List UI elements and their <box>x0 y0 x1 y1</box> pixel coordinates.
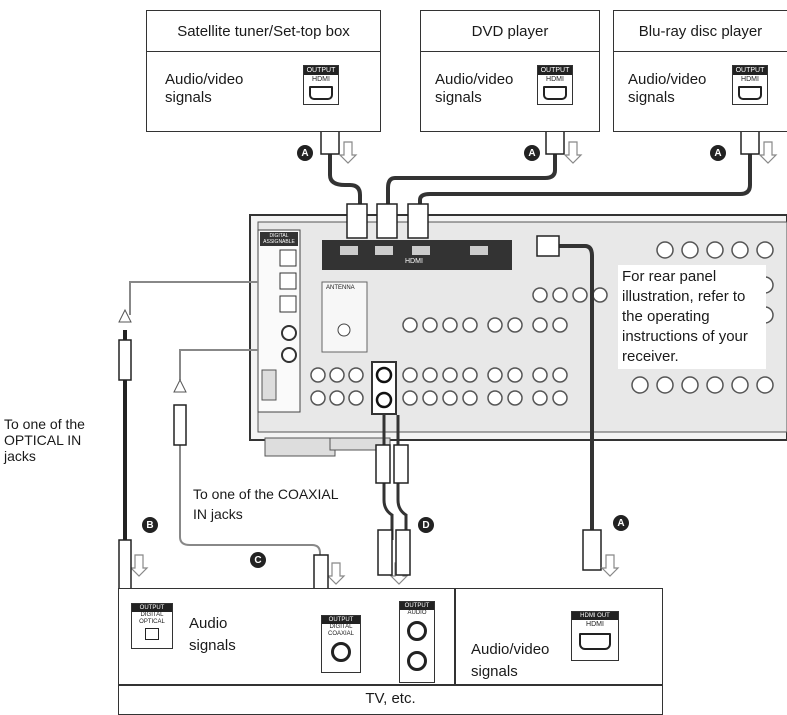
optical-cable <box>118 281 258 605</box>
hdmi-group-label: HDMI <box>405 258 423 265</box>
hdmi-jack-icon <box>738 86 762 100</box>
optical-jack-icon <box>145 628 159 640</box>
badge-d: D <box>418 517 434 533</box>
hdmi-label: HDMI <box>546 76 564 83</box>
hdmi-jack-icon <box>309 86 333 100</box>
coaxial-note: To one of the COAXIAL IN jacks <box>193 486 339 522</box>
tv-box: TV, etc. OUTPUT DIGITAL OPTICAL Audio si… <box>118 588 663 715</box>
hdmi-label: HDMI <box>586 621 604 628</box>
coaxial-jack-icon <box>331 642 351 662</box>
analog-audio-port: OUTPUT AUDIO <box>399 601 435 683</box>
dvd-signals: Audio/video signals <box>435 71 514 106</box>
rear-panel-note: For rear panel illustration, refer to th… <box>618 265 766 369</box>
hdmi-jack-icon <box>579 633 611 650</box>
output-label: OUTPUT <box>733 66 767 75</box>
digital-optical-label: DIGITAL OPTICAL <box>139 612 165 625</box>
tv-footer: TV, etc. <box>365 690 416 707</box>
badge-c: C <box>250 552 266 568</box>
hdmi-label: HDMI <box>741 76 759 83</box>
satellite-signals: Audio/video signals <box>165 71 244 106</box>
badge-a-satellite: A <box>297 145 313 161</box>
dvd-hdmi-port: OUTPUT HDMI <box>537 65 573 105</box>
badge-a-dvd: A <box>524 145 540 161</box>
output-label: OUTPUT <box>322 616 360 624</box>
satellite-hdmi-port: OUTPUT HDMI <box>303 65 339 105</box>
badge-a-tv: A <box>613 515 629 531</box>
dvd-title: DVD player <box>421 11 599 52</box>
digital-group-label: DIGITAL ASSIGNABLE <box>263 233 295 245</box>
coaxial-port: OUTPUT DIGITAL COAXIAL <box>321 615 361 673</box>
audio-l-jack-icon <box>407 621 427 641</box>
dvd-box: DVD player Audio/video signals OUTPUT HD… <box>420 10 600 132</box>
badge-b: B <box>142 517 158 533</box>
optical-note: To one of the OPTICAL IN jacks <box>4 416 85 464</box>
hdmi-cables <box>328 150 752 530</box>
tv-footer-line <box>119 684 662 686</box>
audio-r-jack-icon <box>407 651 427 671</box>
tv-av-signals: Audio/video signals <box>471 641 550 680</box>
bluray-title: Blu-ray disc player <box>614 11 787 52</box>
output-label: OUTPUT <box>132 604 172 612</box>
antenna-label: ANTENNA <box>326 285 355 291</box>
hdmi-label: HDMI <box>312 76 330 83</box>
output-label: OUTPUT <box>538 66 572 75</box>
bluray-hdmi-port: OUTPUT HDMI <box>732 65 768 105</box>
coaxial-cable <box>173 349 329 600</box>
optical-port: OUTPUT DIGITAL OPTICAL <box>131 603 173 649</box>
tv-hdmi-port: HDMI OUT HDMI <box>571 611 619 661</box>
output-label: OUTPUT <box>400 602 434 610</box>
audio-label: AUDIO <box>407 610 427 616</box>
tv-divider <box>454 589 456 684</box>
satellite-box: Satellite tuner/Set-top box Audio/video … <box>146 10 381 132</box>
tv-audio-signals: Audio signals <box>189 615 236 654</box>
output-label: OUTPUT <box>304 66 338 75</box>
output-label: HDMI OUT <box>572 612 618 620</box>
bluray-box: Blu-ray disc player Audio/video signals … <box>613 10 787 132</box>
digital-coaxial-label: DIGITAL COAXIAL <box>327 624 354 637</box>
bluray-signals: Audio/video signals <box>628 71 707 106</box>
satellite-title: Satellite tuner/Set-top box <box>147 11 380 52</box>
hdmi-jack-icon <box>543 86 567 100</box>
badge-a-bluray: A <box>710 145 726 161</box>
